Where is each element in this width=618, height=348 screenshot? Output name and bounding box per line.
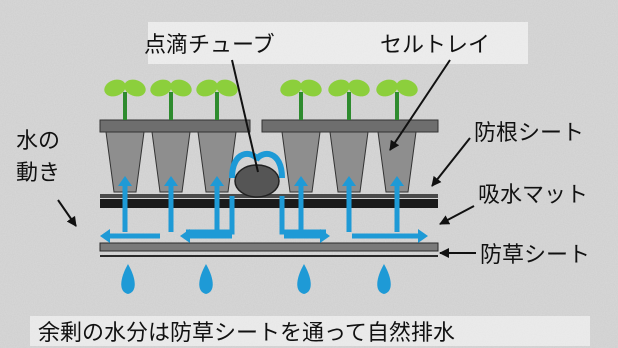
seedling-leaf: [376, 79, 398, 97]
water-path-left: [186, 196, 235, 235]
label-backing-caption: [30, 316, 590, 346]
seedling-leaf: [196, 79, 218, 97]
water-drop: [377, 264, 391, 294]
label-water-line2: 動き: [16, 161, 60, 186]
seedling: [376, 79, 418, 120]
seedling: [328, 79, 370, 120]
pointer-cell-tray: [389, 59, 451, 151]
water-arrow-horizontal: [352, 229, 428, 243]
pointer-absorb-mat: [439, 205, 475, 225]
label-cell-tray: セルトレイ: [380, 33, 490, 58]
water-arrow-up: [294, 176, 308, 232]
water-arrow-head: [342, 176, 356, 186]
water-arrow-up: [390, 176, 404, 232]
water-arrow-head: [390, 176, 404, 186]
seedling: [150, 79, 192, 120]
water-arrow-head: [100, 229, 110, 243]
water-drop: [199, 264, 213, 294]
water-arrow-up: [164, 176, 178, 232]
cell-tray-right: [261, 119, 439, 193]
pointer-drip-tube: [231, 59, 259, 173]
seedling: [280, 79, 322, 120]
water-flow: [100, 176, 428, 243]
water-arrow-up: [342, 176, 356, 232]
seedling-leaf: [150, 79, 172, 97]
pointer-root-sheet: [431, 137, 471, 187]
water-arrow-horizontal: [100, 229, 160, 243]
water-arrow-up: [118, 176, 132, 232]
absorbent-mat: [100, 199, 438, 208]
seedling-leaf: [328, 79, 350, 97]
seedling-leaf: [396, 79, 418, 97]
weed-sheet: [99, 242, 439, 252]
water-path-right: [279, 196, 326, 235]
seedlings: [104, 79, 418, 120]
seedling-leaf: [170, 79, 192, 97]
root-sheet-layer: [100, 194, 438, 198]
label-water-line1: 水の: [16, 129, 60, 154]
water-drops: [121, 264, 391, 294]
label-weed-sheet: 防草シート: [480, 243, 590, 268]
seedling-leaf: [216, 79, 238, 97]
seedling: [196, 79, 238, 120]
label-drip-tube: 点滴チューブ: [144, 33, 275, 58]
pointer-lines: [57, 59, 476, 258]
seedling-leaf: [280, 79, 302, 97]
seedling-leaf: [300, 79, 322, 97]
seedling-leaf: [348, 79, 370, 97]
seedling-leaf: [124, 79, 146, 97]
water-arrow-head: [294, 176, 308, 186]
water-drop: [297, 264, 311, 294]
caption: 余剰の水分は防草シートを通って自然排水: [38, 321, 455, 346]
water-drop: [121, 264, 135, 294]
water-arrow-head: [118, 176, 132, 186]
cell-tray-left: [99, 119, 251, 193]
water-arrow-head: [210, 176, 224, 186]
water-arrow-head: [418, 229, 428, 243]
label-backing-top: [148, 22, 528, 64]
pointer-water-movement: [57, 199, 77, 227]
drip-tube: [229, 150, 285, 198]
seedling: [104, 79, 146, 120]
water-arrow-head: [164, 176, 178, 186]
water-arrow-up: [210, 176, 224, 232]
label-absorb-mat: 吸水マット: [478, 183, 588, 208]
seedling-leaf: [104, 79, 126, 97]
label-root-sheet: 防根シート: [474, 121, 584, 146]
